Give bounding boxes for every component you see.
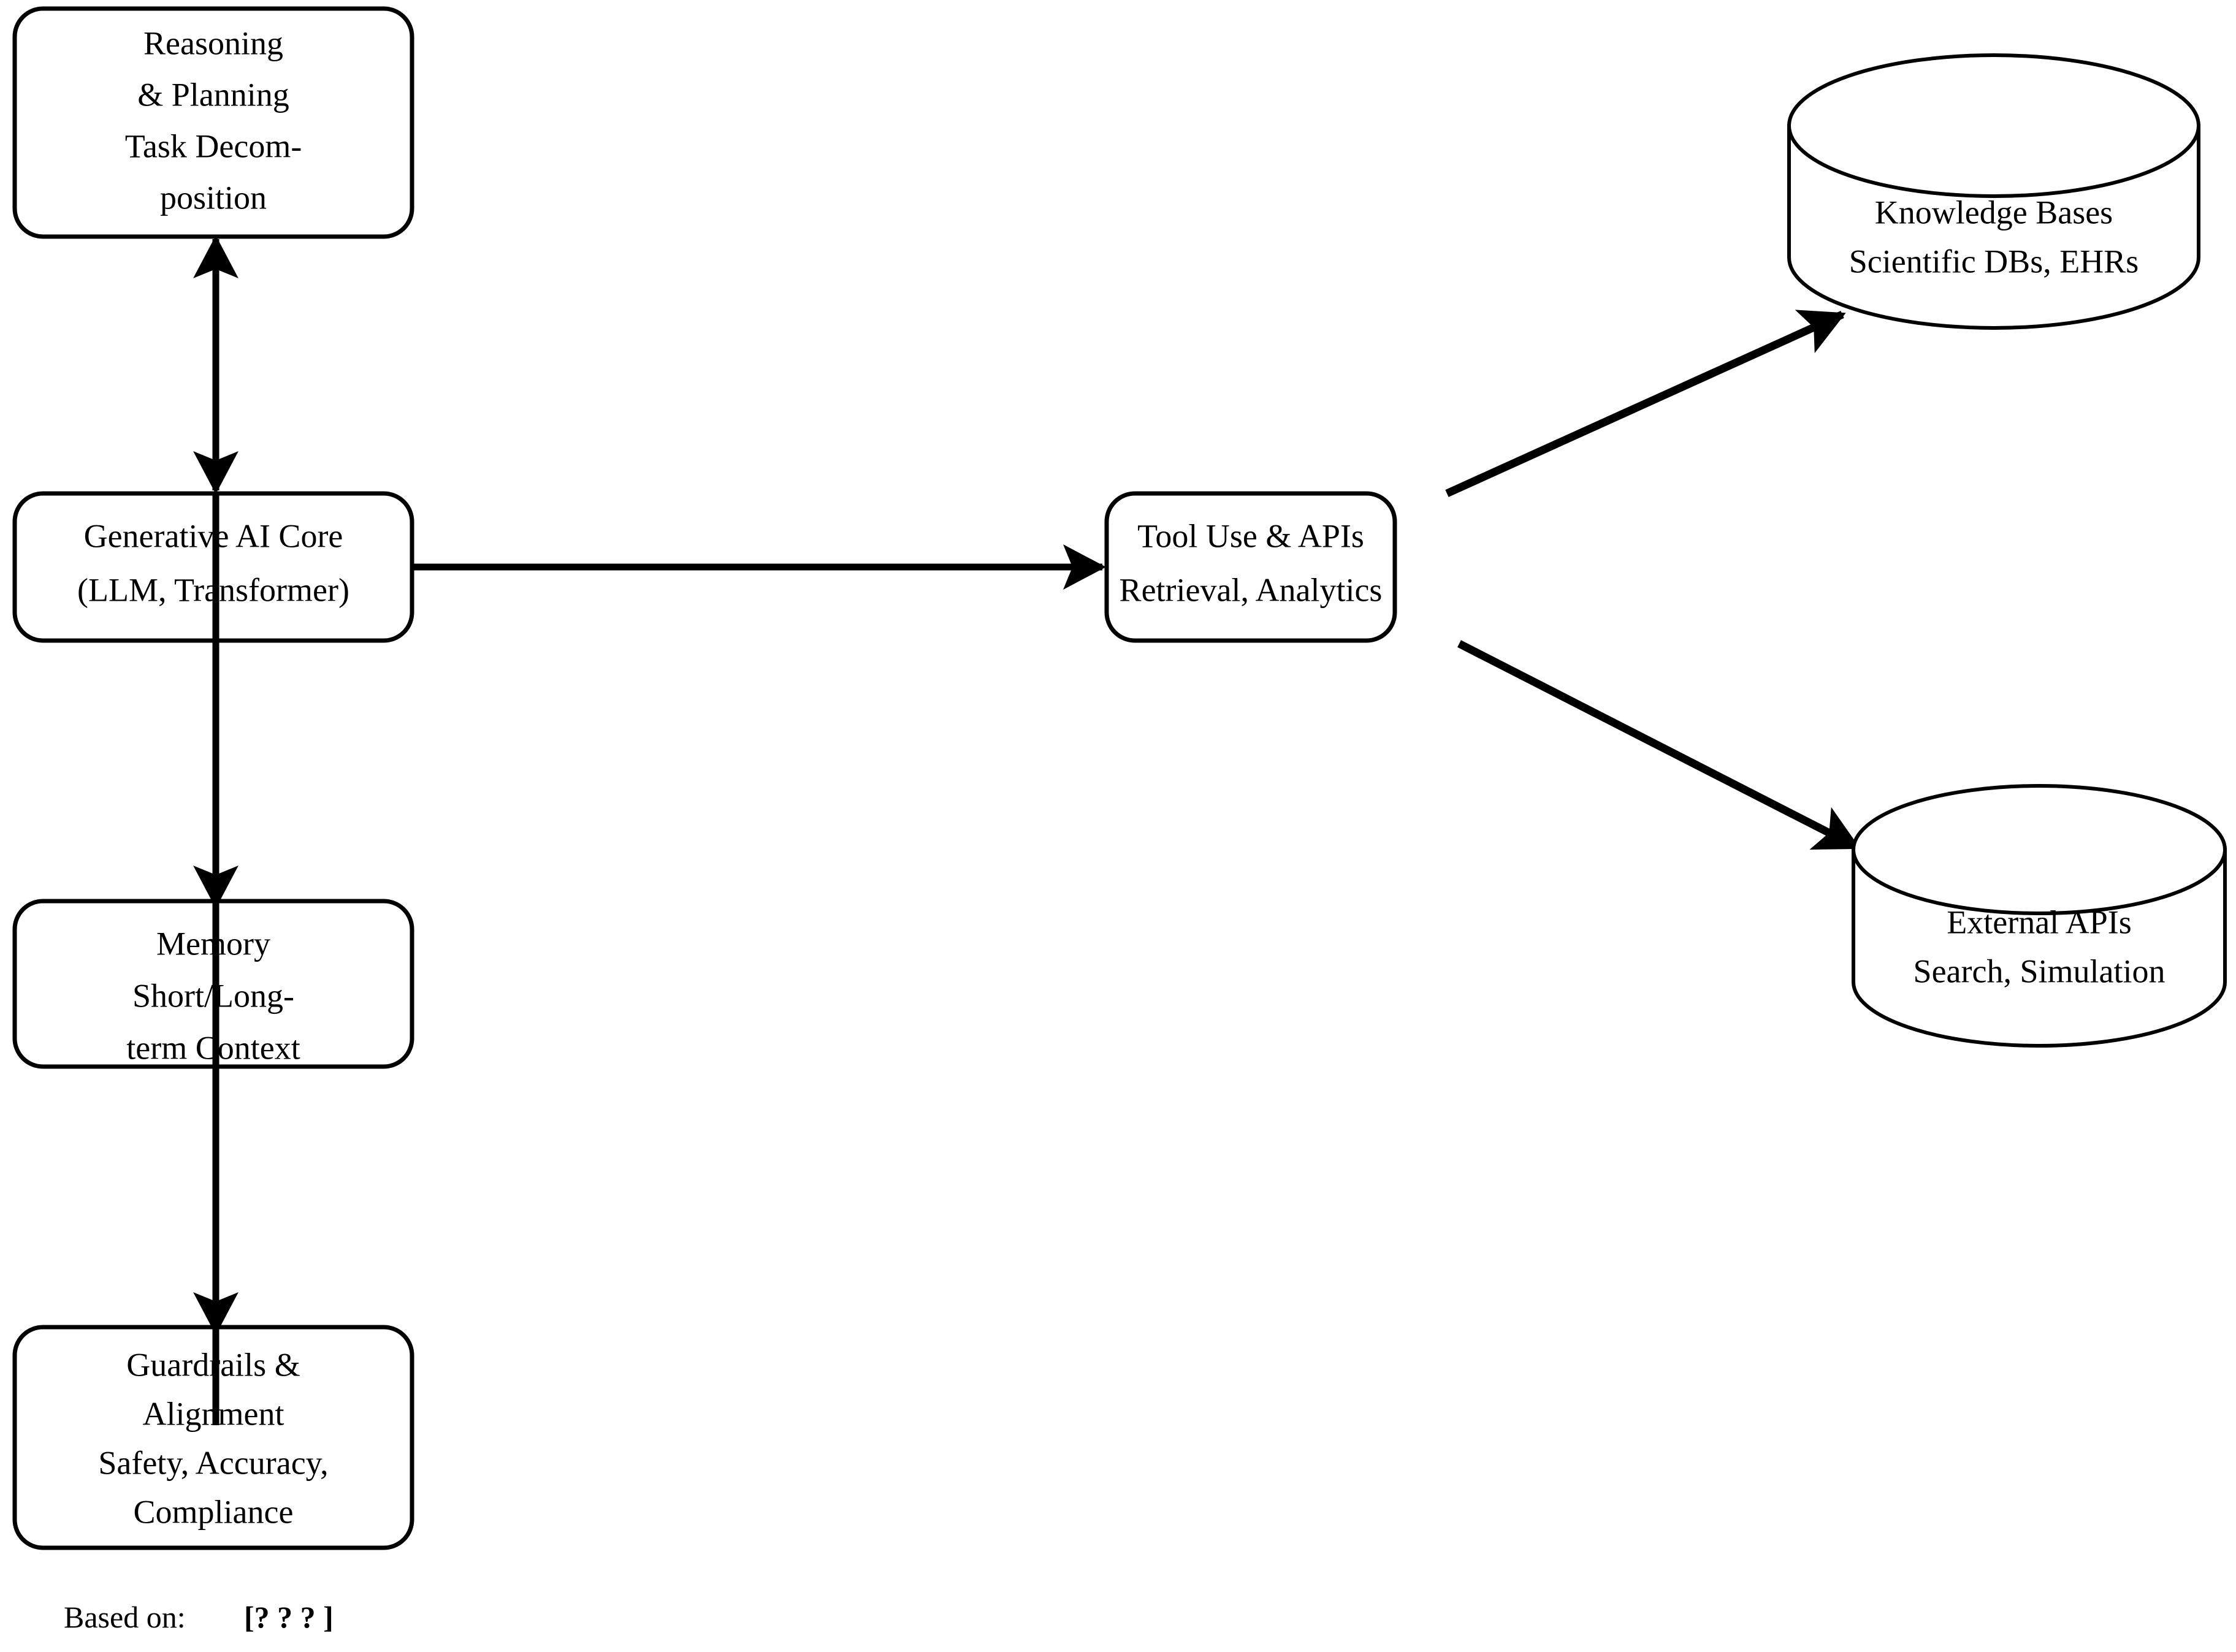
reasoning-line-3: position	[160, 179, 267, 216]
arrow-tools-to-knowledge-bases	[1445, 310, 1846, 497]
guardrails-line-3: Compliance	[134, 1493, 294, 1530]
external-apis-line-0: External APIs	[1947, 904, 2131, 940]
reasoning-line-0: Reasoning	[143, 25, 283, 61]
edge-tools-knowledge	[1445, 310, 1846, 497]
reasoning-box[interactable]	[12, 6, 414, 239]
reasoning-line-2: Task Decom-	[125, 128, 302, 164]
external-apis-line-1: Search, Simulation	[1914, 953, 2165, 989]
node-knowledge-bases[interactable]: Knowledge Bases Scientific DBs, EHRs	[1787, 53, 2200, 330]
node-tool-use-apis[interactable]: Tool Use & APIs Retrieval, Analytics	[1104, 491, 1397, 643]
caption: Based on: [? ? ? ]	[64, 1600, 334, 1634]
node-reasoning-planning[interactable]: Reasoning & Planning Task Decom- positio…	[12, 6, 414, 239]
knowledge-bases-line-1: Scientific DBs, EHRs	[1849, 243, 2139, 280]
edge-tools-external	[1457, 640, 1861, 851]
knowledge-bases-line-0: Knowledge Bases	[1875, 194, 2113, 230]
reasoning-line-1: & Planning	[137, 76, 289, 113]
arrow-tools-to-external-apis	[1457, 640, 1861, 851]
caption-citation: [? ? ? ]	[244, 1600, 334, 1634]
node-external-apis[interactable]: External APIs Search, Simulation	[1852, 784, 2227, 1048]
tools-line-0: Tool Use & APIs	[1137, 517, 1364, 554]
guardrails-line-2: Safety, Accuracy,	[98, 1444, 328, 1481]
external-apis-cylinder-top[interactable]	[1852, 784, 2227, 915]
tools-line-1: Retrieval, Analytics	[1120, 571, 1383, 608]
tools-box[interactable]	[1104, 491, 1397, 643]
knowledge-bases-cylinder-top[interactable]	[1787, 53, 2200, 198]
caption-label: Based on:	[64, 1600, 186, 1634]
